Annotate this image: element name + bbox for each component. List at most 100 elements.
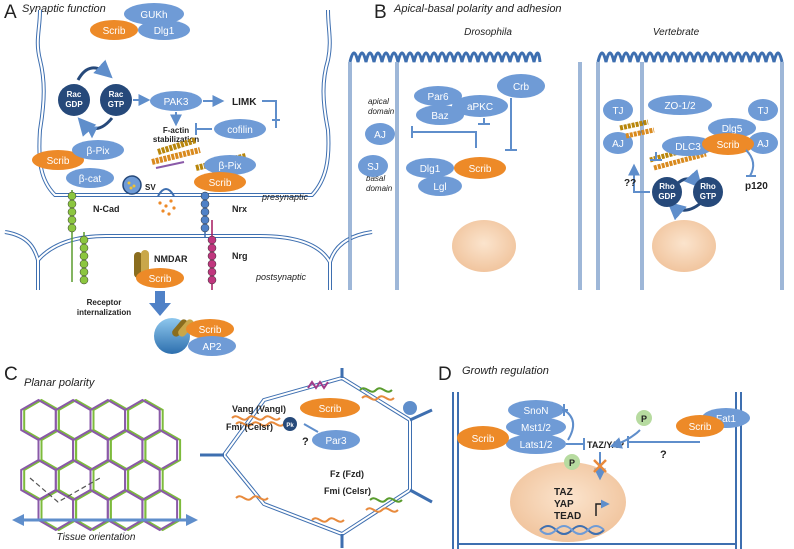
receptor-l1: Receptor <box>87 298 122 307</box>
ncad-beads-bead <box>79 275 89 285</box>
dlc3-oval <box>662 136 714 156</box>
scrib-top-oval <box>90 20 138 40</box>
scrib-bottom-label: Scrib <box>199 325 222 336</box>
apical-l2: domain <box>368 107 395 116</box>
aj-oval <box>365 123 395 145</box>
aj-left-label: AJ <box>612 139 624 150</box>
bpix-left-label: β-Pix <box>87 146 110 157</box>
fmi-vang-coils <box>231 380 403 523</box>
fz-label: Fz (Fzd) <box>330 469 364 479</box>
rac-gdp-l2: GDP <box>65 100 83 109</box>
p-circle-2 <box>636 410 652 426</box>
panel-b-title: Apical-basal polarity and adhesion <box>393 3 562 15</box>
crb-label: Crb <box>513 82 530 93</box>
aj-left-oval <box>603 132 633 154</box>
bpix-left-oval <box>72 140 124 160</box>
cell-membranes-d <box>452 392 742 549</box>
nrg-beads-bead <box>207 235 217 245</box>
aj-label: AJ <box>374 130 386 141</box>
tissue-label: Tissue orientation <box>57 532 136 543</box>
vang-label: Vang (Vangl) <box>232 404 286 414</box>
rho-gdp-l1: Rho <box>659 182 675 191</box>
hexagon-lattice <box>20 398 182 532</box>
ncad-beads-bead <box>79 243 89 253</box>
nucleus-d <box>510 462 626 542</box>
rac-gdp-l1: Rac <box>67 90 82 99</box>
dlg1-label: Dlg1 <box>154 26 175 37</box>
nrx-beads-bead <box>200 207 210 217</box>
nrx-beads-bead <box>200 191 210 201</box>
mst-label: Mst1/2 <box>521 423 551 434</box>
nrx-beads-bead <box>200 199 210 209</box>
scrib-d-oval <box>457 426 509 450</box>
scrib-b-label: Scrib <box>469 164 492 175</box>
tj-right-oval <box>748 99 778 121</box>
par6-label: Par6 <box>427 92 449 103</box>
p-label-1: P <box>569 458 575 468</box>
panel-b: B Apical-basal polarity and adhesion Dro… <box>348 2 784 290</box>
rac-gdp-circle <box>58 84 90 116</box>
q-c-label: ? <box>302 436 309 448</box>
rac-gtp-l2: GTP <box>108 100 125 109</box>
cofilin-label: cofilin <box>227 125 253 136</box>
nrg-label: Nrg <box>232 251 248 261</box>
limk-label: LIMK <box>232 97 257 108</box>
ncad-beads-bead <box>67 207 77 217</box>
dlg5-oval <box>708 118 756 138</box>
hexagon-cell <box>106 488 144 532</box>
scrib-left-oval <box>32 150 84 170</box>
nrg-beads-bead <box>207 259 217 269</box>
bpix-right-label: β-Pix <box>219 161 242 172</box>
dsh-circle <box>403 401 417 415</box>
mst-oval <box>506 417 566 437</box>
panel-a-letter: A <box>4 2 17 23</box>
tj-left-label: TJ <box>612 106 623 117</box>
hexagon-cell <box>141 488 179 532</box>
par3-oval <box>312 430 360 450</box>
scrib-bottom-oval <box>186 319 234 339</box>
basal-l1: basal <box>366 174 385 183</box>
par6-oval <box>414 86 462 106</box>
ap2-oval <box>188 336 236 356</box>
panel-b-letter: B <box>374 2 387 23</box>
pak3-oval <box>150 91 202 111</box>
lats-label: Lats1/2 <box>520 440 553 451</box>
scrib-nmdar-label: Scrib <box>149 274 172 285</box>
nucleus-drosophila <box>452 220 516 272</box>
scrib-d-label: Scrib <box>472 434 495 445</box>
apical-l1: apical <box>368 97 389 106</box>
basal-l2: domain <box>366 184 393 193</box>
ncad-beads-bead <box>67 215 77 225</box>
fat1-label: Fat1 <box>716 414 736 425</box>
bcat-label: β-cat <box>79 174 102 185</box>
ncad-beads-bead <box>79 251 89 261</box>
dna-helix <box>539 525 605 535</box>
factin-l2: stabilization <box>153 135 199 144</box>
sv-label: SV <box>145 183 156 192</box>
nrg-beads-bead <box>207 251 217 261</box>
rho-gtp-l2: GTP <box>700 192 717 201</box>
yap-label: YAP <box>554 499 574 510</box>
bcat-oval <box>66 168 114 188</box>
lats-oval <box>506 434 566 454</box>
nrx-beads-bead <box>200 215 210 225</box>
tj-right-label: TJ <box>757 106 768 117</box>
nmdar-label: NMDAR <box>154 254 188 264</box>
tj-left-oval <box>603 99 633 121</box>
scrib-c-oval <box>300 398 360 418</box>
dlg1-oval <box>138 20 190 40</box>
fmi-top-label: Fmi (Celsr) <box>226 422 273 432</box>
scrib-top-label: Scrib <box>103 26 126 37</box>
ncad-beads-bead <box>79 267 89 277</box>
drosophila-label: Drosophila <box>464 27 512 38</box>
scrib-d-right-oval <box>676 415 724 437</box>
ap2-label: AP2 <box>203 342 222 353</box>
nrx-label: Nrx <box>232 204 247 214</box>
zo-oval <box>648 95 712 115</box>
cofilin-oval <box>214 119 266 139</box>
baz-label: Baz <box>431 111 448 122</box>
aj-right-label: AJ <box>757 139 769 150</box>
par3-label: Par3 <box>325 436 347 447</box>
vertebrate-label: Vertebrate <box>653 27 700 38</box>
